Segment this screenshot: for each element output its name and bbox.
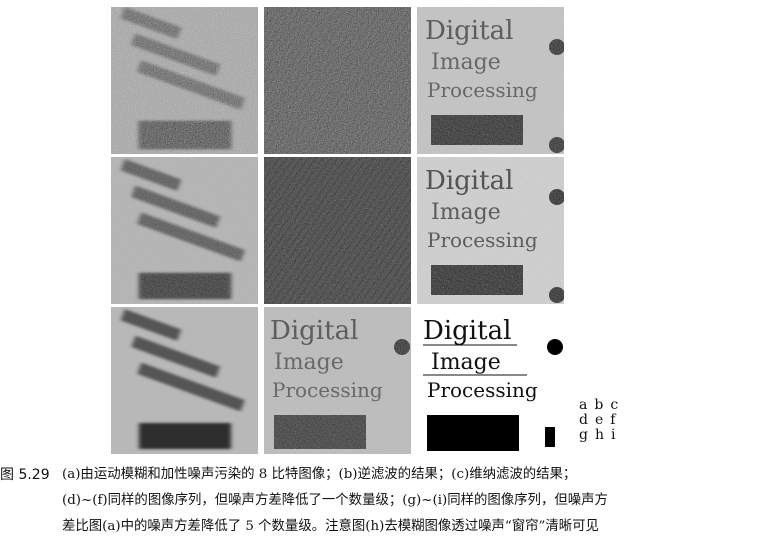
caption-line-1: (a)由运动模糊和加性噪声污染的 8 比特图像；(b)逆滤波的结果；(c)维纳滤… (62, 467, 577, 482)
figure-caption: (a)由运动模糊和加性噪声污染的 8 比特图像；(b)逆滤波的结果；(c)维纳滤… (62, 462, 762, 540)
panel-c-text-1: Digital (425, 16, 513, 46)
caption-line-2: (d)~(f)同样的图像序列，但噪声方差降低了一个数量级；(g)~(i)同样的图… (62, 493, 608, 508)
panel-i-text-1: Digital (423, 316, 511, 346)
panel-g-blurred-noisy (111, 307, 258, 454)
panel-c-text-2: Image (431, 50, 501, 75)
panel-b-inverse-filter (264, 7, 411, 154)
panel-h-text-3: Processing (272, 378, 383, 402)
letter-row-3: ghi (579, 427, 623, 443)
letter-row-2: def (579, 412, 623, 428)
panel-f-wiener-filter: Digital Image Processing (417, 157, 564, 304)
letter-row-1: abc (579, 397, 626, 413)
panel-a-blurred-noisy (111, 7, 258, 154)
panel-h-text-1: Digital (270, 316, 358, 346)
panel-e-inverse-filter (264, 157, 411, 304)
panel-d-blurred-noisy (111, 157, 258, 304)
panel-i-text-2: Image (431, 350, 501, 375)
panel-i-text-3: Processing (427, 378, 538, 402)
panel-f-text-3: Processing (427, 228, 538, 252)
panel-h-inverse-filter: Digital Image Processing (264, 307, 411, 454)
panel-c-text-3: Processing (427, 78, 538, 102)
panel-letter-grid: abc def ghi (579, 398, 637, 443)
figure-number: 图 5.29 (0, 467, 50, 483)
panel-c-wiener-filter: Digital Image Processing (417, 7, 564, 154)
panel-h-text-2: Image (274, 350, 344, 375)
panel-f-text-2: Image (431, 200, 501, 225)
panel-f-text-1: Digital (425, 166, 513, 196)
panel-i-wiener-filter: Digital Image Processing (417, 307, 564, 454)
caption-line-3: 差比图(a)中的噪声方差降低了 5 个数量级。注意图(h)去模糊图像透过噪声“窗… (62, 519, 599, 534)
